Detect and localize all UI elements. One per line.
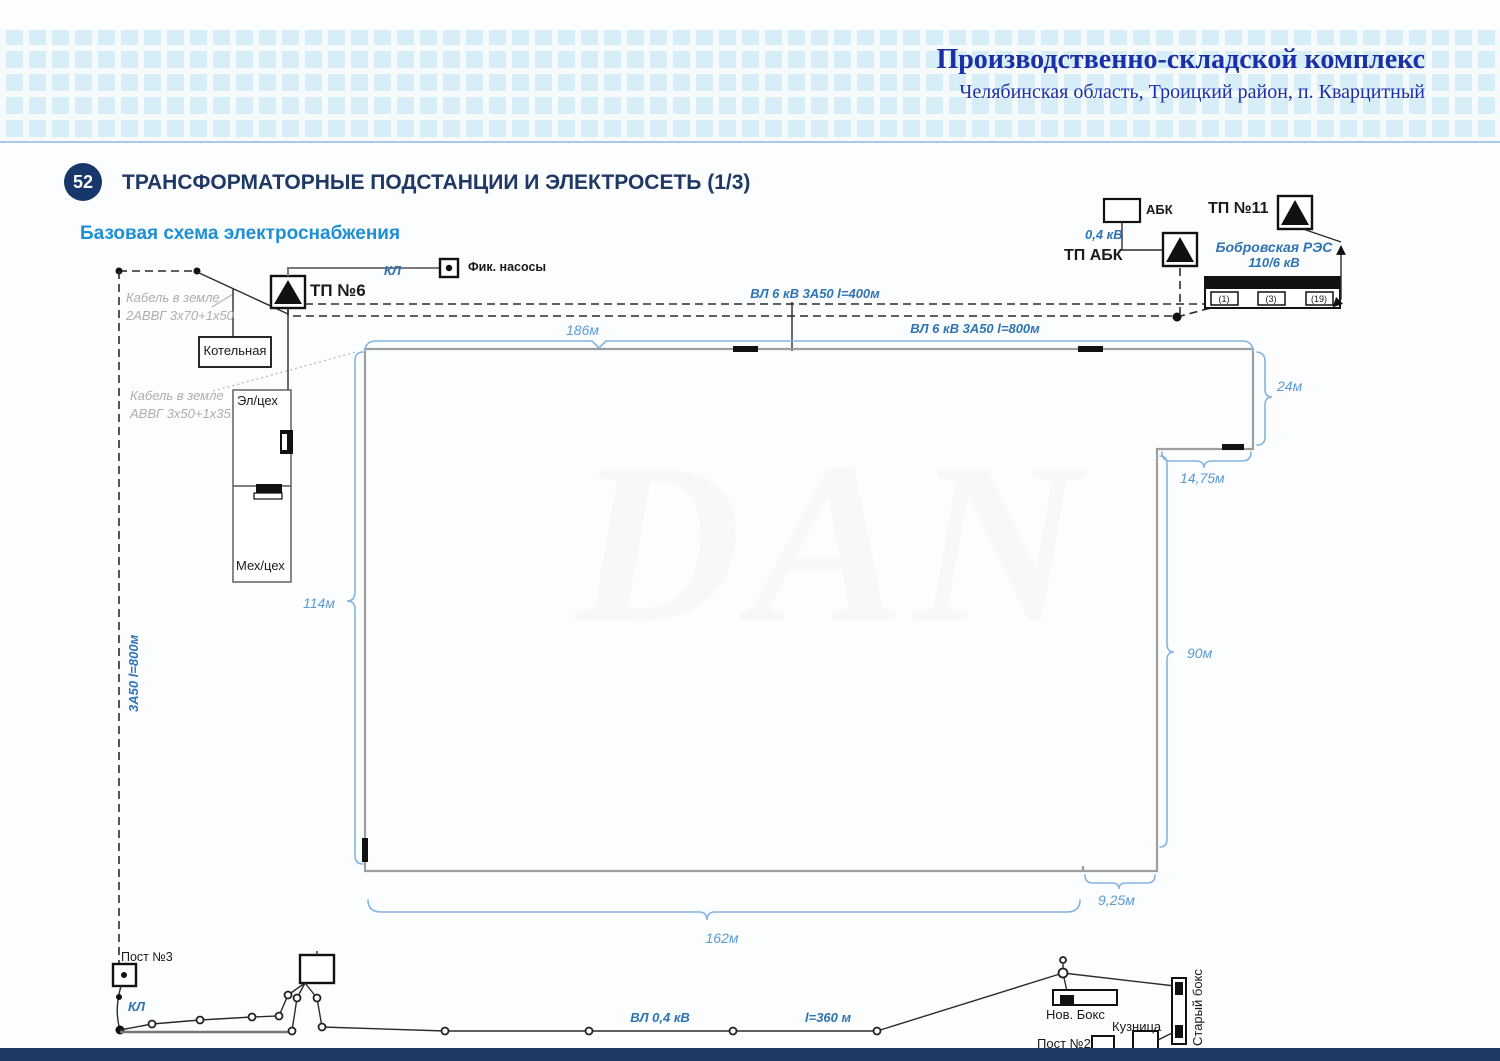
cable1-pointer <box>211 293 234 308</box>
kuznitsa-label: Кузница <box>1112 1019 1162 1034</box>
meh-tseh-label: Мех/цех <box>236 558 285 573</box>
footer-bar <box>0 1048 1500 1061</box>
vl800-line <box>287 308 1177 317</box>
bottom-building <box>298 953 336 985</box>
tp11-link <box>1302 228 1342 243</box>
kl-to-pumps <box>287 267 440 276</box>
cable1-label-1: Кабель в земле <box>126 290 220 305</box>
vl400-label: ВЛ 6 кВ 3А50 l=400м <box>750 286 880 301</box>
junction-dot <box>1172 312 1182 322</box>
main-building <box>362 346 1255 873</box>
abk-label: АБК <box>1146 202 1173 217</box>
dim-114: 114м <box>303 595 335 611</box>
res-cell1-label: (1) <box>1218 294 1230 304</box>
header: Производственно-складской комплекс Челяб… <box>936 44 1425 104</box>
l360-label: l=360 м <box>805 1010 852 1025</box>
fik-nasosy-symbol <box>438 257 460 279</box>
page-number-badge: 52 <box>64 163 102 201</box>
res-busbar <box>1204 276 1341 309</box>
post2-label: Пост №2 <box>1037 1036 1091 1051</box>
section-title: ТРАНСФОРМАТОРНЫЕ ПОДСТАНЦИИ И ЭЛЕКТРОСЕТ… <box>122 171 751 194</box>
dim-162: 162м <box>705 930 739 946</box>
vl800-label: ВЛ 6 кВ 3А50 l=800м <box>910 321 1040 336</box>
workshop-building <box>232 389 293 583</box>
header-pattern <box>0 30 1500 143</box>
abk-link <box>1121 222 1163 251</box>
res-cell2-label: (3) <box>1265 294 1277 304</box>
v04-label: 0,4 кВ <box>1085 227 1123 242</box>
low-voltage-network <box>111 951 1187 1056</box>
header-title: Производственно-складской комплекс <box>936 44 1425 75</box>
post3-label: Пост №3 <box>121 950 173 964</box>
cable2-label-2: АВВГ 3х50+1х35 <box>130 406 231 421</box>
fik-nasosy-label: Фик. насосы <box>468 260 547 274</box>
cable2-label-1: Кабель в земле <box>130 388 224 403</box>
tp6-symbol <box>269 274 307 310</box>
tp11-busbar-arrow <box>1332 245 1346 308</box>
res-voltage-label: 110/6 кВ <box>1248 255 1300 270</box>
underground-cable-left <box>115 267 201 964</box>
kl-top-label: КЛ <box>384 263 401 278</box>
vl400-line <box>305 303 1269 308</box>
watermark: DAN <box>575 415 1091 670</box>
kotelnaya-label: Котельная <box>203 343 267 358</box>
res-cell3-label: (19) <box>1310 294 1328 304</box>
za50-left-label: 3А50 l=800м <box>126 634 141 712</box>
tp11-symbol <box>1276 194 1314 231</box>
diagram-subtitle: Базовая схема электроснабжения <box>80 223 401 244</box>
res-name-label: Бобровская РЭС <box>1215 239 1333 255</box>
tp-abk-symbol <box>1161 231 1199 268</box>
dim-1475: 14,75м <box>1180 470 1225 486</box>
kotelnaya-box <box>198 336 272 368</box>
stary-boks-label: Старый бокс <box>1190 969 1205 1046</box>
res-cell1-link <box>1176 305 1219 318</box>
nov-boks-label: Нов. Бокс <box>1046 1007 1105 1022</box>
abk-box <box>1102 197 1142 224</box>
tp6-label: ТП №6 <box>310 281 366 300</box>
tp-abk-label: ТП АБК <box>1064 247 1123 264</box>
vl04-label: ВЛ 0,4 кВ <box>630 1010 690 1025</box>
el-tseh-label: Эл/цех <box>237 393 278 408</box>
dim-925: 9,25м <box>1098 892 1135 908</box>
dim-24: 24м <box>1277 378 1303 394</box>
kl-bottom-label: КЛ <box>128 999 145 1014</box>
dim-90: 90м <box>1187 645 1213 661</box>
cable1-label-2: 2АВВГ 3х70+1х50 <box>126 308 234 323</box>
header-subtitle: Челябинская область, Троицкий район, п. … <box>959 81 1425 103</box>
tp11-label: ТП №11 <box>1208 200 1269 217</box>
header-rule <box>0 141 1500 143</box>
dim-186: 186м <box>566 322 599 338</box>
dimension-lines <box>346 340 1273 921</box>
